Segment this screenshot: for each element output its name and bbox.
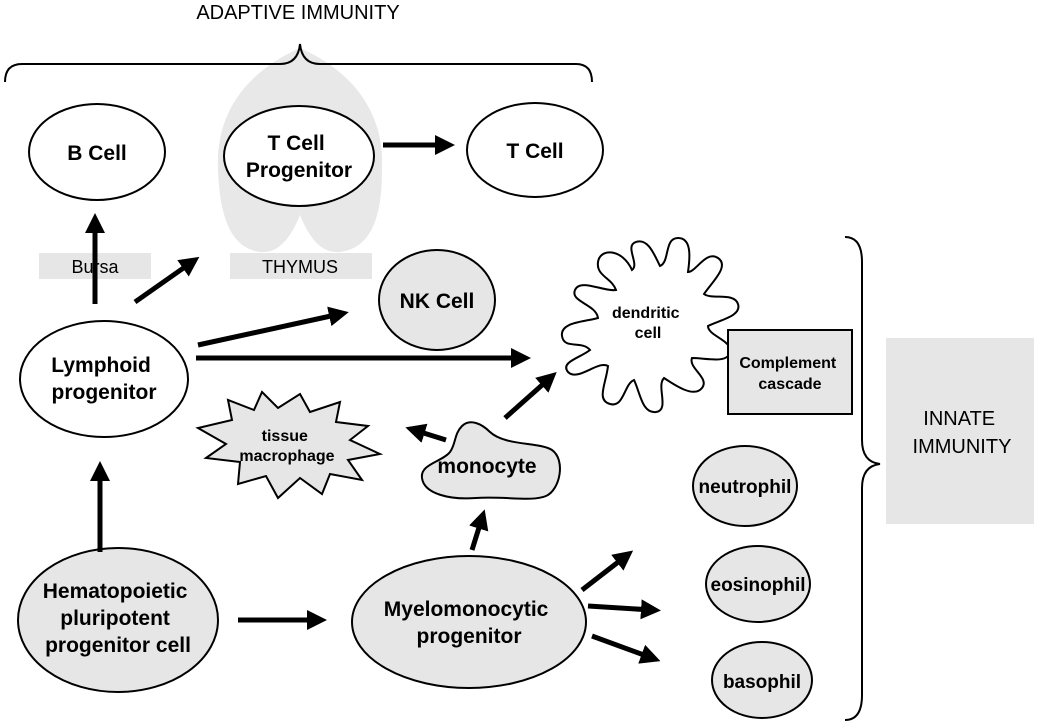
neutrophil-node	[692, 445, 798, 527]
thymus-box	[230, 253, 372, 279]
eosinophil-node	[705, 545, 811, 623]
t-cell-label: T Cell	[506, 140, 563, 163]
arrow-monocyte-to-macrophage	[405, 423, 447, 443]
eosinophil-label: eosinophil	[711, 575, 806, 596]
b-cell-node	[28, 103, 166, 201]
myelomonocytic-progenitor-label: Myelomonocytic progenitor	[384, 598, 554, 648]
monocyte-label: monocyte	[437, 455, 536, 478]
thymus-label: THYMUS	[262, 257, 338, 277]
arrows	[85, 135, 661, 664]
t-cell-progenitor-label: T Cell Progenitor	[246, 132, 352, 182]
tissue-macrophage-node	[195, 390, 384, 500]
hematopoietic-progenitor-node	[17, 547, 219, 693]
arrow-myelomonocytic-to-basophil	[591, 633, 661, 664]
basophil-label: basophil	[723, 672, 801, 693]
lymphoid-progenitor-label: Lymphoid progenitor	[51, 354, 156, 404]
nk-cell-node	[378, 249, 496, 351]
adaptive-immunity-label: ADAPTIVE IMMUNITY	[196, 2, 399, 24]
arrow-monocyte-to-dendritic	[503, 372, 557, 420]
innate-immunity-brace	[844, 236, 881, 721]
arrow-lymphoid-to-thymus	[133, 256, 200, 305]
t-cell-node	[466, 102, 604, 198]
basophil-node	[711, 641, 813, 719]
b-cell-label: B Cell	[67, 142, 127, 165]
t-cell-progenitor-node	[223, 105, 375, 207]
innate-immunity-box	[886, 338, 1034, 524]
monocyte-node	[420, 421, 561, 500]
adaptive-immunity-brace	[4, 43, 593, 83]
arrow-lymphoid-to-nkcell	[197, 306, 349, 348]
complement-cascade-label: Complement cascade	[739, 355, 840, 393]
neutrophil-label: neutrophil	[699, 477, 792, 498]
arrow-myelomonocytic-to-eosinophil	[587, 599, 661, 620]
tissue-macrophage-label: tissue macrophage	[239, 428, 334, 465]
nk-cell-label: NK Cell	[400, 290, 475, 313]
myelomonocytic-progenitor-node	[351, 555, 587, 689]
innate-immunity-label: INNATE IMMUNITY	[913, 408, 1012, 458]
complement-cascade-node	[727, 329, 853, 415]
dendritic-cell-node	[560, 236, 740, 414]
dendritic-cell-label: dendritic cell	[612, 305, 684, 342]
hematopoietic-progenitor-label: Hematopoietic pluripotent progenitor cel…	[43, 580, 194, 657]
arrow-myelomonocytic-to-neutrophil	[580, 550, 634, 592]
lymphoid-progenitor-node	[19, 320, 189, 438]
arrow-myelomonocytic-to-monocyte	[469, 509, 489, 551]
